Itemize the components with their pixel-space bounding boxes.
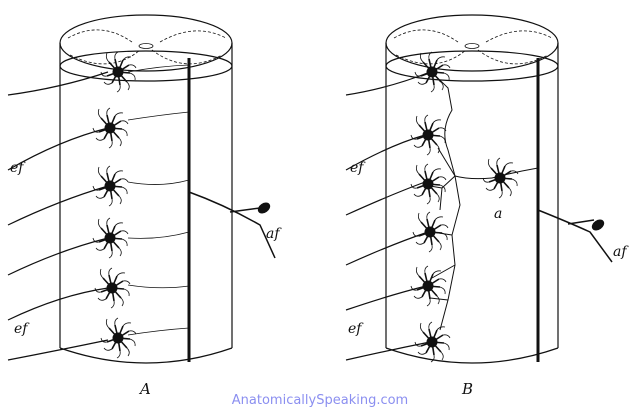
panel-caption-a: A bbox=[138, 380, 151, 398]
panel-caption-b: B bbox=[461, 380, 473, 398]
efferent-label-b-1: ef bbox=[350, 160, 366, 176]
cylinder-b bbox=[385, 14, 559, 364]
afferent-root-a bbox=[188, 191, 276, 259]
efferent-label-b-2: ef bbox=[348, 321, 364, 337]
interneuron-label-b: a bbox=[494, 206, 502, 222]
interneuron-branches-b bbox=[429, 71, 539, 331]
cylinder-a bbox=[59, 14, 233, 364]
efferent-fibers-a bbox=[7, 64, 190, 361]
efferent-fibers-b bbox=[345, 71, 431, 361]
efferent-label-a-2: ef bbox=[14, 321, 30, 337]
afferent-label-b: af bbox=[613, 244, 629, 260]
afferent-label-a: af bbox=[266, 226, 282, 242]
motor-neurons-a bbox=[92, 51, 137, 359]
efferent-label-a-1: ef bbox=[10, 160, 26, 176]
watermark: AnatomicallySpeaking.com bbox=[231, 393, 409, 408]
panel-b: ef ef af a B bbox=[345, 14, 629, 398]
panel-a: ef ef af A bbox=[7, 14, 282, 398]
afferent-root-b bbox=[537, 209, 613, 263]
